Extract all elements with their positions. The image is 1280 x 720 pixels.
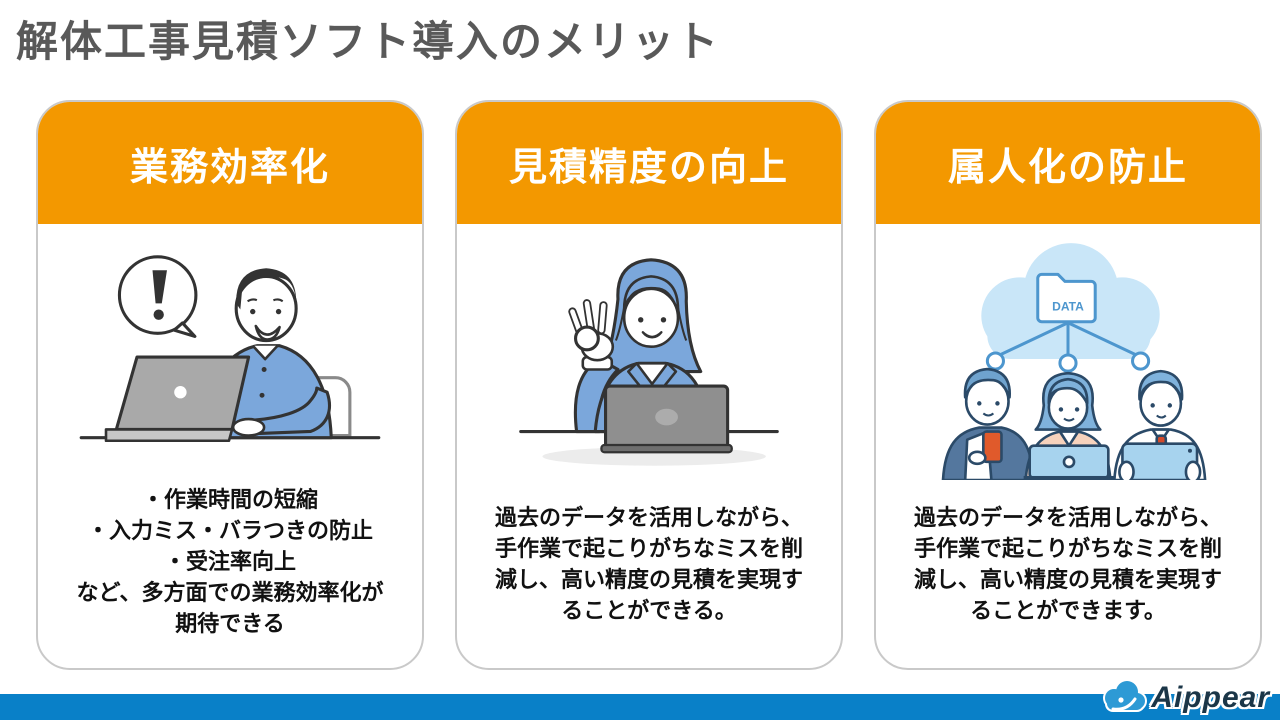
aippear-logo-text: Aippear: [1151, 681, 1270, 714]
card-body-work-efficiency: ・作業時間の短縮 ・入力ミス・バラつきの防止 ・受注率向上 など、多方面での業務…: [38, 476, 422, 668]
aippear-logo: Aippear: [1097, 679, 1270, 717]
card-header-prevent-personalization: 属人化の防止: [876, 102, 1260, 224]
page-title: 解体工事見積ソフト導入のメリット: [16, 18, 721, 65]
cloud-data-share-icon: DATA: [941, 243, 1207, 480]
card-prevent-personalization: 属人化の防止 DATA: [874, 100, 1262, 670]
benefit-line: ・作業時間の短縮: [141, 487, 318, 512]
man-laptop-exclamation-icon: [79, 255, 381, 443]
benefit-line: 減し、高い精度の見積を実現す: [913, 567, 1222, 592]
card-header-work-efficiency: 業務効率化: [38, 102, 422, 224]
benefit-line: ることができます。: [970, 598, 1166, 623]
cloud-data-share-illustration: DATA: [876, 224, 1260, 480]
man-laptop-exclamation-illustration: [38, 224, 422, 476]
benefit-line: ・入力ミス・バラつきの防止: [86, 518, 373, 543]
footer-bar: [0, 694, 1280, 720]
benefit-line: 過去のデータを活用しながら、: [494, 505, 803, 530]
card-work-efficiency: 業務効率化: [36, 100, 424, 670]
benefit-line: 手作業で起こりがちなミスを削: [913, 536, 1222, 561]
woman-ok-sign-illustration: [457, 224, 841, 476]
data-folder-label: DATA: [1052, 300, 1084, 314]
card-body-estimate-accuracy: 過去のデータを活用しながら、 手作業で起こりがちなミスを削 減し、高い精度の見積…: [457, 476, 841, 668]
benefit-line: ・受注率向上: [163, 549, 296, 574]
woman-ok-sign-icon: [519, 258, 779, 466]
benefit-line: ることができる。: [561, 598, 737, 623]
benefit-line: 期待できる: [175, 611, 285, 636]
aippear-cloud-icon: [1103, 679, 1148, 712]
benefit-line: 手作業で起こりがちなミスを削: [494, 536, 803, 561]
card-body-prevent-personalization: 過去のデータを活用しながら、 手作業で起こりがちなミスを削 減し、高い精度の見積…: [876, 476, 1260, 668]
benefit-line: など、多方面での業務効率化が: [76, 580, 384, 605]
card-header-estimate-accuracy: 見積精度の向上: [457, 102, 841, 224]
card-estimate-accuracy: 見積精度の向上: [455, 100, 843, 670]
benefit-line: 減し、高い精度の見積を実現す: [494, 567, 803, 592]
benefit-cards: 業務効率化: [36, 100, 1262, 670]
benefit-line: 過去のデータを活用しながら、: [913, 505, 1222, 530]
